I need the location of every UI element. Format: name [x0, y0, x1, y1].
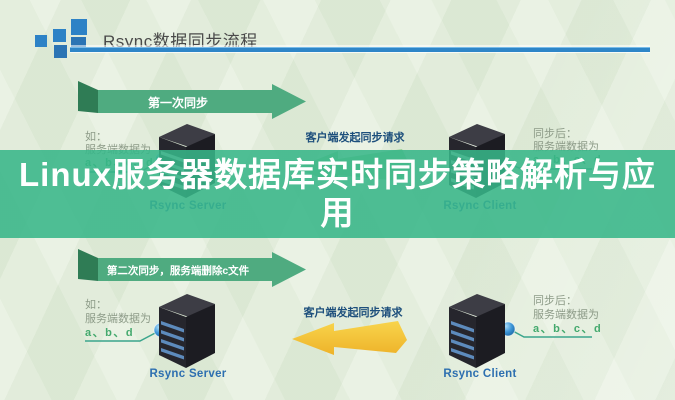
header-title: Rsync数据同步流程 — [103, 32, 258, 51]
note-server-before-sync2: 如： 服务端数据为 a、b、d — [85, 298, 151, 340]
connector-line — [85, 330, 160, 342]
logo-square — [71, 19, 87, 35]
banner-first-sync-label: 第一次同步 — [147, 96, 208, 110]
client-name-label: Rsync Client — [443, 368, 517, 380]
request-label-sync2: 客户端发起同步请求 — [303, 307, 403, 319]
note-line: 服务端数据为 — [533, 309, 599, 321]
note-prefix: 如： — [85, 299, 107, 311]
header-underline — [70, 47, 650, 52]
note-prefix: 同步后： — [533, 295, 577, 307]
note-client-after-sync2: 同步后： 服务端数据为 a、b、c、d — [533, 294, 602, 336]
logo-square — [54, 45, 67, 58]
server-icon — [159, 294, 215, 368]
sync-request-arrow-yellow-icon — [292, 321, 407, 355]
note-data: a、b、c、d — [533, 323, 603, 335]
logo-square — [35, 35, 47, 47]
page-title: Linux服务器数据库实时同步策略解析与应用 — [19, 156, 656, 231]
note-prefix: 同步后： — [533, 128, 577, 140]
note-data: a、b、d — [85, 327, 135, 339]
server-name-label: Rsync Server — [149, 368, 227, 380]
note-prefix: 如： — [85, 131, 107, 143]
overlay-band: Linux服务器数据库实时同步策略解析与应用 — [0, 150, 675, 238]
logo-square — [53, 29, 66, 42]
note-line: 服务端数据为 — [85, 313, 151, 325]
banner-second-sync-label: 第二次同步，服务端删除c文件 — [106, 265, 250, 277]
banner-first-sync — [78, 81, 306, 119]
request-label-sync1: 客户端发起同步请求 — [305, 132, 405, 144]
server-icon — [449, 294, 505, 368]
banner-second-sync — [78, 249, 306, 287]
connector-line — [510, 329, 592, 338]
